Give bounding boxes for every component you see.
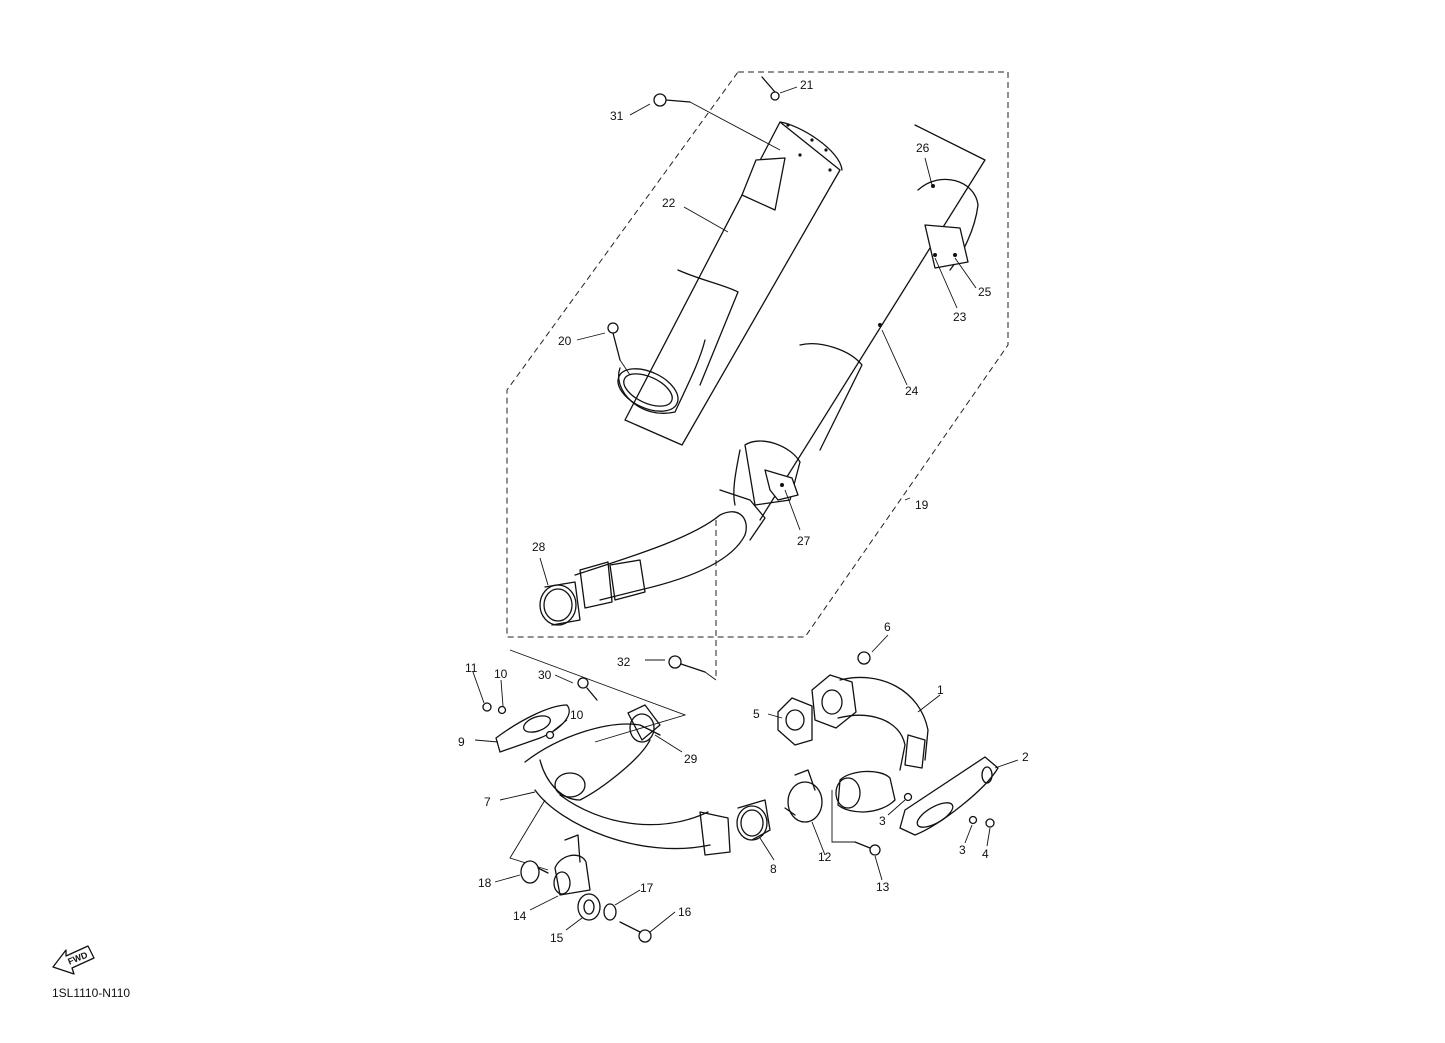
washer-10b	[545, 730, 555, 740]
gasket-8	[736, 799, 771, 841]
nut-6	[857, 651, 871, 665]
callout-28: 28	[532, 540, 546, 554]
rivet-21	[761, 76, 780, 101]
callout-24: 24	[905, 384, 919, 398]
bolt-16	[619, 921, 652, 943]
bolt-31	[653, 93, 781, 151]
callout-14: 14	[513, 909, 527, 923]
washer-3b	[968, 815, 978, 825]
callout-18: 18	[478, 876, 492, 890]
callout-9: 9	[458, 735, 465, 749]
callout-25: 25	[978, 285, 992, 299]
callout-labels: 31 21 22 26 20 25 23 24 19 27 28 32 6 30…	[458, 78, 1029, 945]
bolt-13	[854, 841, 881, 856]
heat-protector-9	[495, 704, 570, 753]
bolt-30	[577, 677, 598, 701]
flange-6	[811, 674, 857, 729]
callout-26: 26	[916, 141, 930, 155]
muffler-body	[719, 124, 986, 541]
gasket-5	[777, 697, 813, 746]
callout-31: 31	[610, 109, 624, 123]
fwd-arrow-icon: FWD	[52, 945, 95, 975]
callout-30: 30	[538, 668, 552, 682]
callout-6: 6	[884, 620, 891, 634]
clamp-29-dash-link	[509, 649, 687, 871]
callout-11: 11	[465, 661, 478, 675]
callout-32: 32	[617, 655, 631, 669]
callout-27: 27	[797, 534, 811, 548]
diagram-code: 1SL1110-N110	[52, 986, 130, 1000]
bolt-13-dash-link	[831, 790, 855, 843]
nut-11	[482, 702, 492, 712]
callout-3b: 3	[959, 843, 966, 857]
callout-20: 20	[558, 334, 572, 348]
muffler-inlet-pipe	[539, 511, 747, 626]
callout-13: 13	[876, 880, 890, 894]
exhaust-pipe-7	[524, 723, 731, 856]
muffler-assembly-outline	[506, 71, 1009, 638]
callout-2: 2	[1022, 750, 1029, 764]
callout-22: 22	[662, 196, 676, 210]
exhaust-pipe-1	[835, 676, 929, 813]
callout-16: 16	[678, 905, 692, 919]
callout-21: 21	[800, 78, 814, 92]
bolt-4	[985, 818, 995, 828]
callout-3a: 3	[879, 814, 886, 828]
bracket-18	[520, 860, 549, 884]
callout-29: 29	[684, 752, 698, 766]
washer-10a	[497, 705, 507, 715]
callout-15: 15	[550, 931, 564, 945]
callout-8: 8	[770, 862, 777, 876]
callout-19: 19	[915, 498, 929, 512]
callout-12: 12	[818, 850, 832, 864]
washer-17	[603, 903, 617, 921]
callout-1: 1	[937, 683, 944, 697]
damper-14	[553, 834, 591, 896]
clamp-29	[627, 704, 661, 743]
callout-10b: 10	[570, 708, 584, 722]
muffler-heat-shield	[617, 121, 843, 446]
bolt-20	[607, 322, 631, 376]
callout-17: 17	[640, 881, 654, 895]
leader-lines	[472, 86, 1019, 933]
collar-15	[577, 893, 601, 921]
callout-5: 5	[753, 707, 760, 721]
washer-3a	[903, 792, 913, 802]
heat-protector-2	[899, 756, 999, 836]
callout-10a: 10	[494, 667, 508, 681]
callout-23: 23	[953, 310, 967, 324]
bolt-32	[668, 655, 717, 681]
callout-7: 7	[484, 795, 491, 809]
callout-4: 4	[982, 847, 989, 861]
clamp-12	[784, 769, 823, 823]
